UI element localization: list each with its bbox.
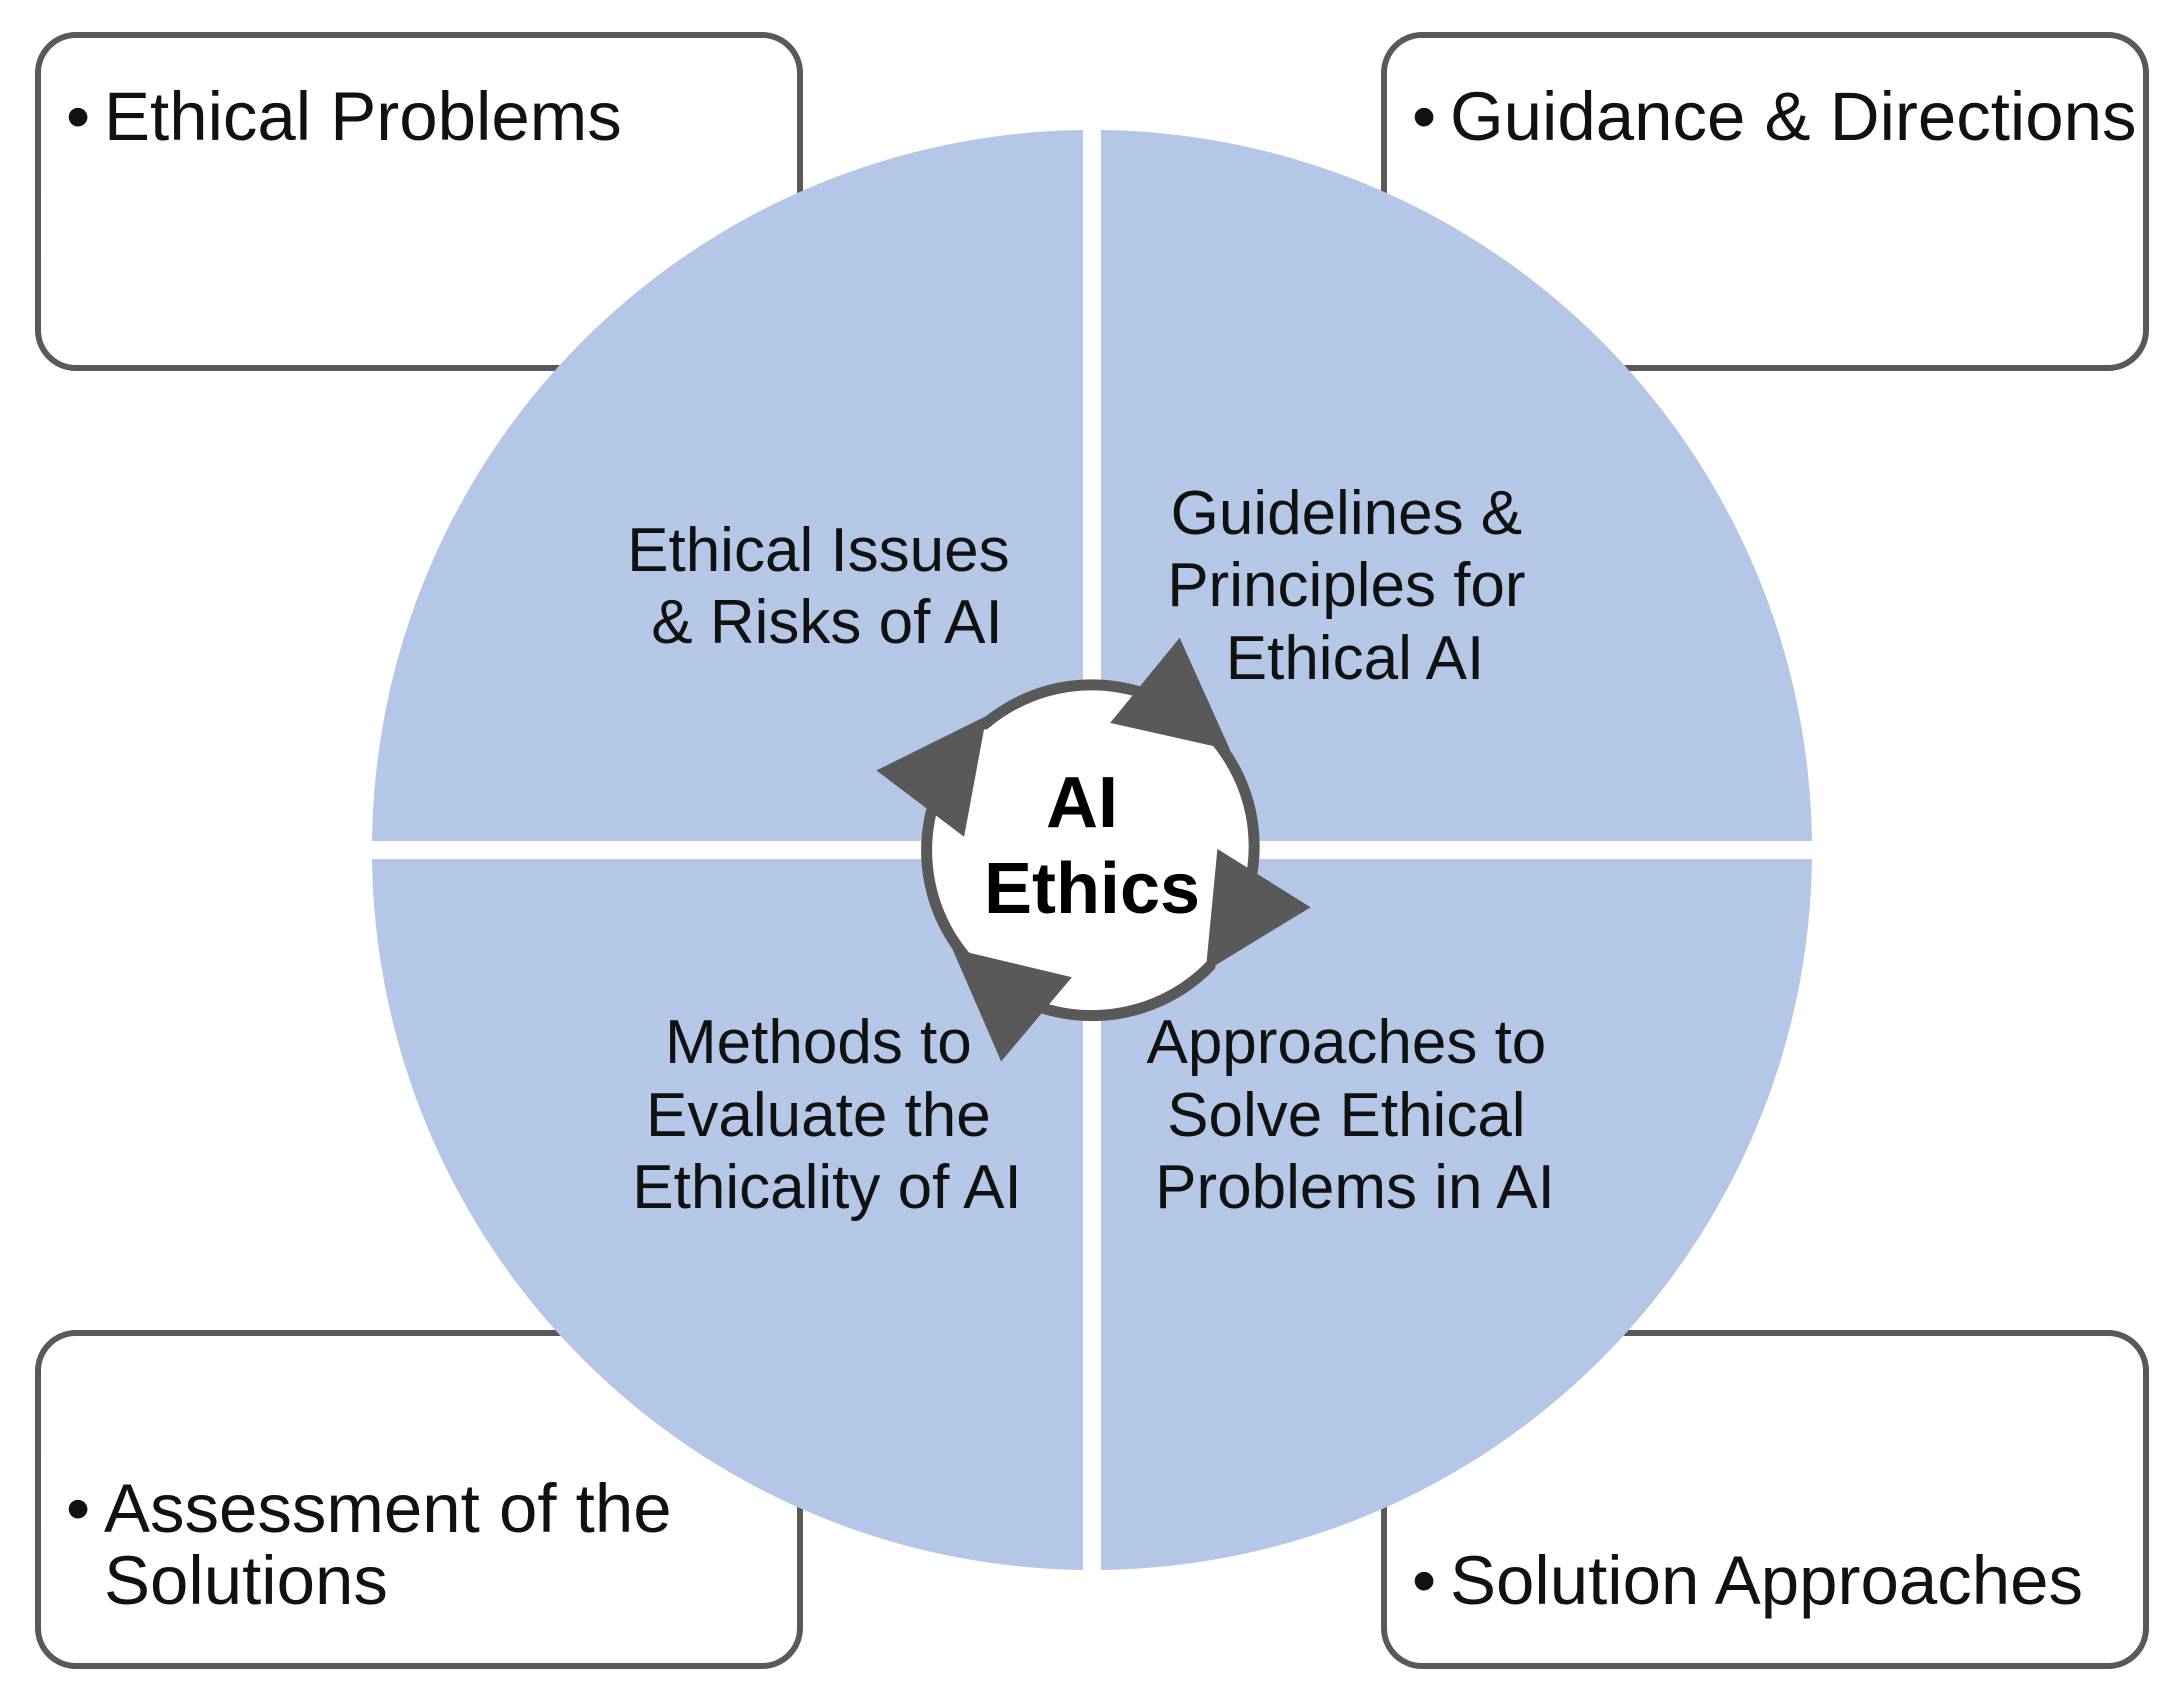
box-line: Guidance & Directions xyxy=(1450,78,2137,155)
box-line: Assessment of the xyxy=(104,1470,672,1547)
center-circle xyxy=(927,685,1257,1015)
quadrant-label-top-left: Ethical Issues & Risks of AI xyxy=(627,516,1027,657)
box-line: Ethical Problems xyxy=(104,78,622,155)
arrow-bottom-icon xyxy=(952,948,1216,1062)
quadrant-top-left xyxy=(372,130,1083,841)
box-text-bottom-right: • Solution Approaches xyxy=(1412,1542,2083,1619)
box-line: Solutions xyxy=(104,1542,388,1619)
box-text-top-left: • Ethical Problems xyxy=(66,78,622,155)
quadrant-line: Methods to xyxy=(665,1008,972,1077)
bullet-icon: • xyxy=(1412,78,1436,155)
quadrant-label-bottom-right: Approaches to Solve Ethical Problems in … xyxy=(1146,1008,1563,1222)
quadrant-line: Ethicality of AI xyxy=(632,1153,1021,1222)
center-label: AI Ethics xyxy=(984,763,1200,929)
cycle-arrows-icon xyxy=(876,637,1311,1062)
quadrant-line: Problems in AI xyxy=(1155,1153,1555,1222)
bullet-icon: • xyxy=(1412,1542,1436,1619)
quadrant-line: Ethical Issues xyxy=(627,516,1010,585)
quadrant-bottom-right xyxy=(1101,859,1812,1570)
box-text-top-right: • Guidance & Directions xyxy=(1412,78,2137,155)
center-line: AI xyxy=(1046,763,1118,843)
bullet-icon: • xyxy=(66,78,90,155)
box-text-bottom-left: • Assessment of the Solutions xyxy=(66,1470,691,1619)
quadrant-label-top-right: Guidelines & Principles for Ethical AI xyxy=(1167,479,1543,693)
quadrant-label-bottom-left: Methods to Evaluate the Ethicality of AI xyxy=(632,1008,1021,1222)
quadrant-top-right xyxy=(1101,130,1812,841)
quadrant-line: Ethical AI xyxy=(1226,624,1484,693)
center-line: Ethics xyxy=(984,849,1200,929)
box-line: Solution Approaches xyxy=(1450,1542,2083,1619)
quadrant-line: Approaches to xyxy=(1146,1008,1546,1077)
quadrant-line: Guidelines & xyxy=(1171,479,1523,548)
arrow-top-icon xyxy=(979,637,1231,750)
arrow-right-icon xyxy=(1203,727,1311,972)
quadrant-line: & Risks of AI xyxy=(651,588,1002,657)
quadrant-bottom-left xyxy=(372,859,1083,1570)
bullet-icon: • xyxy=(66,1470,90,1547)
quadrant-line: Solve Ethical xyxy=(1167,1081,1525,1150)
quadrant-line: Evaluate the xyxy=(646,1081,991,1150)
quadrant-line: Principles for xyxy=(1167,551,1525,620)
arrow-left-icon xyxy=(876,715,987,968)
